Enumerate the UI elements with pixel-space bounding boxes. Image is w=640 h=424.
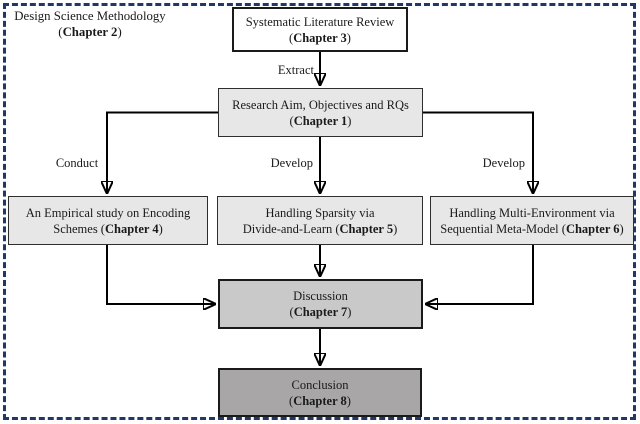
edge-label-develop-middle: Develop (270, 156, 313, 170)
arrow-research-to-ch6 (423, 111, 533, 194)
frame-label-chapter: (Chapter 2) (58, 24, 122, 39)
frame-label-title: Design Science Methodology (14, 9, 166, 23)
node-title: Research Aim, Objectives and RQs (232, 97, 409, 112)
node-empirical-study-encoding-schemes: An Empirical study on Encoding Schemes (… (8, 196, 208, 245)
node-systematic-literature-review: Systematic Literature Review (Chapter 3) (232, 7, 408, 52)
node-chapter: Schemes (Chapter 4) (53, 221, 163, 236)
node-chapter: (Chapter 3) (289, 30, 351, 45)
node-research-aim-objectives-rqs: Research Aim, Objectives and RQs (Chapte… (218, 88, 423, 137)
arrow-research-to-ch4 (107, 111, 218, 194)
edge-label-conduct: Conduct (55, 156, 99, 170)
node-chapter: (Chapter 7) (289, 305, 352, 319)
node-title: Discussion (293, 289, 348, 303)
node-discussion: Discussion (Chapter 7) (218, 279, 423, 329)
node-conclusion: Conclusion (Chapter 8) (218, 368, 422, 417)
node-title: An Empirical study on Encoding (25, 205, 191, 220)
node-handling-sparsity-divide-and-learn: Handling Sparsity via Divide-and-Learn (… (217, 196, 423, 245)
node-title: Systematic Literature Review (245, 14, 395, 29)
node-chapter: (Chapter 1) (289, 113, 352, 128)
arrow-ch6-to-discussion (426, 245, 534, 304)
node-title: Conclusion (291, 377, 349, 392)
node-title: Handling Sparsity via (265, 205, 375, 220)
node-handling-multi-environment-meta-model: Handling Multi-Environment via Sequentia… (430, 196, 634, 245)
edge-label-extract: Extract (277, 63, 314, 77)
node-chapter: Sequential Meta-Model (Chapter 6) (440, 221, 624, 236)
node-title: Handling Multi-Environment via (449, 205, 615, 220)
node-chapter: Divide-and-Learn (Chapter 5) (242, 221, 398, 236)
node-chapter: (Chapter 8) (289, 393, 351, 408)
arrow-ch4-to-discussion (106, 245, 215, 304)
edge-label-develop-right: Develop (482, 156, 525, 170)
frame-label-design-science-methodology: Design Science Methodology (Chapter 2) (12, 9, 168, 40)
